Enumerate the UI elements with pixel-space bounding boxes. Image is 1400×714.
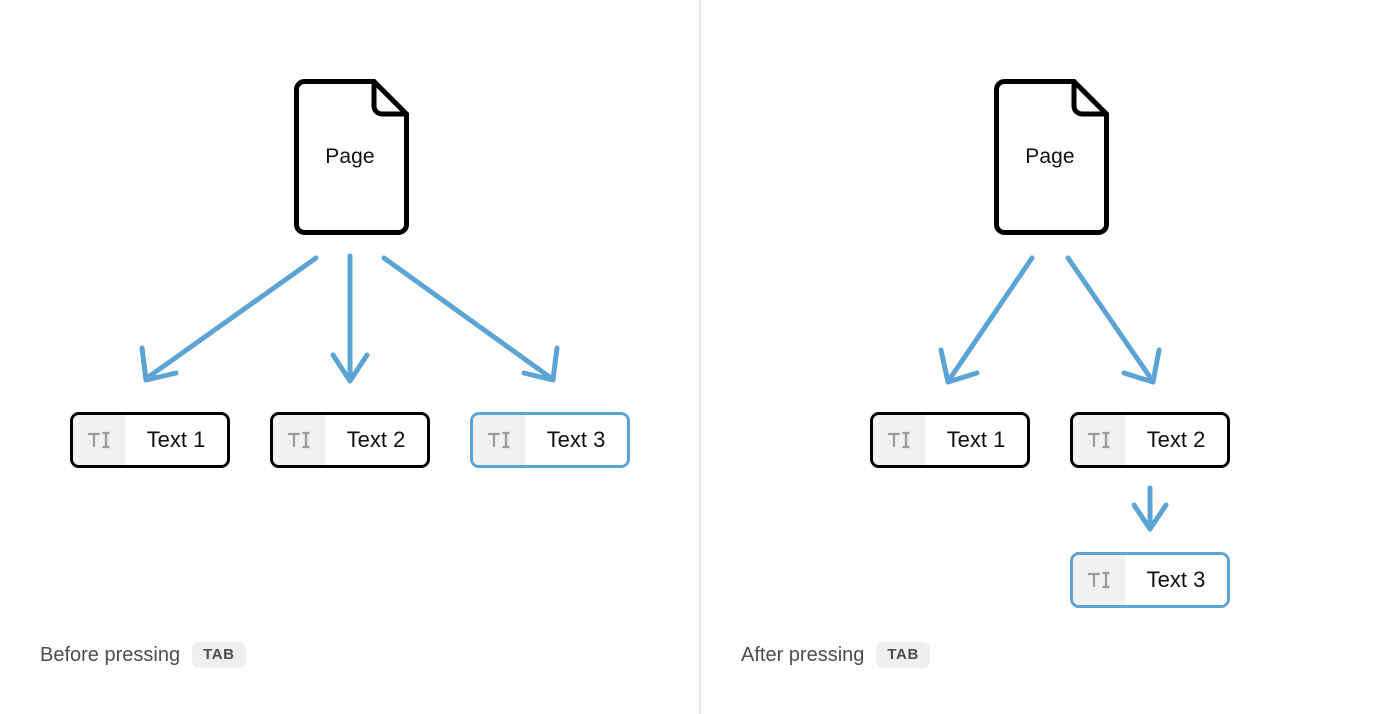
text-node-text-3[interactable]: Text 3	[470, 412, 630, 468]
text-cursor-icon	[273, 415, 325, 465]
text-cursor-icon	[1073, 415, 1125, 465]
text-node-label: Text 3	[1125, 555, 1227, 605]
panel-after: Page Text 1	[700, 0, 1400, 714]
panel-divider	[699, 0, 701, 714]
caption-before: Before pressing TAB	[40, 642, 246, 668]
text-node-text-2[interactable]: Text 2	[1070, 412, 1230, 468]
text-node-text-1[interactable]: Text 1	[870, 412, 1030, 468]
page-node[interactable]: Page	[290, 78, 410, 236]
text-node-text-2[interactable]: Text 2	[270, 412, 430, 468]
document-page-icon	[994, 79, 1109, 235]
caption-label: After pressing	[741, 643, 865, 666]
text-node-label: Text 2	[325, 415, 427, 465]
document-page-icon	[294, 79, 409, 235]
text-node-label: Text 1	[125, 415, 227, 465]
text-node-text-3[interactable]: Text 3	[1070, 552, 1230, 608]
caption-after: After pressing TAB	[741, 642, 930, 668]
text-node-label: Text 3	[525, 415, 627, 465]
tab-key-badge: TAB	[876, 642, 930, 668]
text-cursor-icon	[473, 415, 525, 465]
text-cursor-icon	[1073, 555, 1125, 605]
caption-label: Before pressing	[40, 643, 181, 666]
page-node[interactable]: Page	[990, 78, 1110, 236]
text-cursor-icon	[73, 415, 125, 465]
text-node-label: Text 1	[925, 415, 1027, 465]
text-node-text-1[interactable]: Text 1	[70, 412, 230, 468]
panel-before: Page Text 1	[40, 78, 630, 668]
tab-key-badge: TAB	[192, 642, 246, 668]
text-cursor-icon	[873, 415, 925, 465]
text-node-label: Text 2	[1125, 415, 1227, 465]
